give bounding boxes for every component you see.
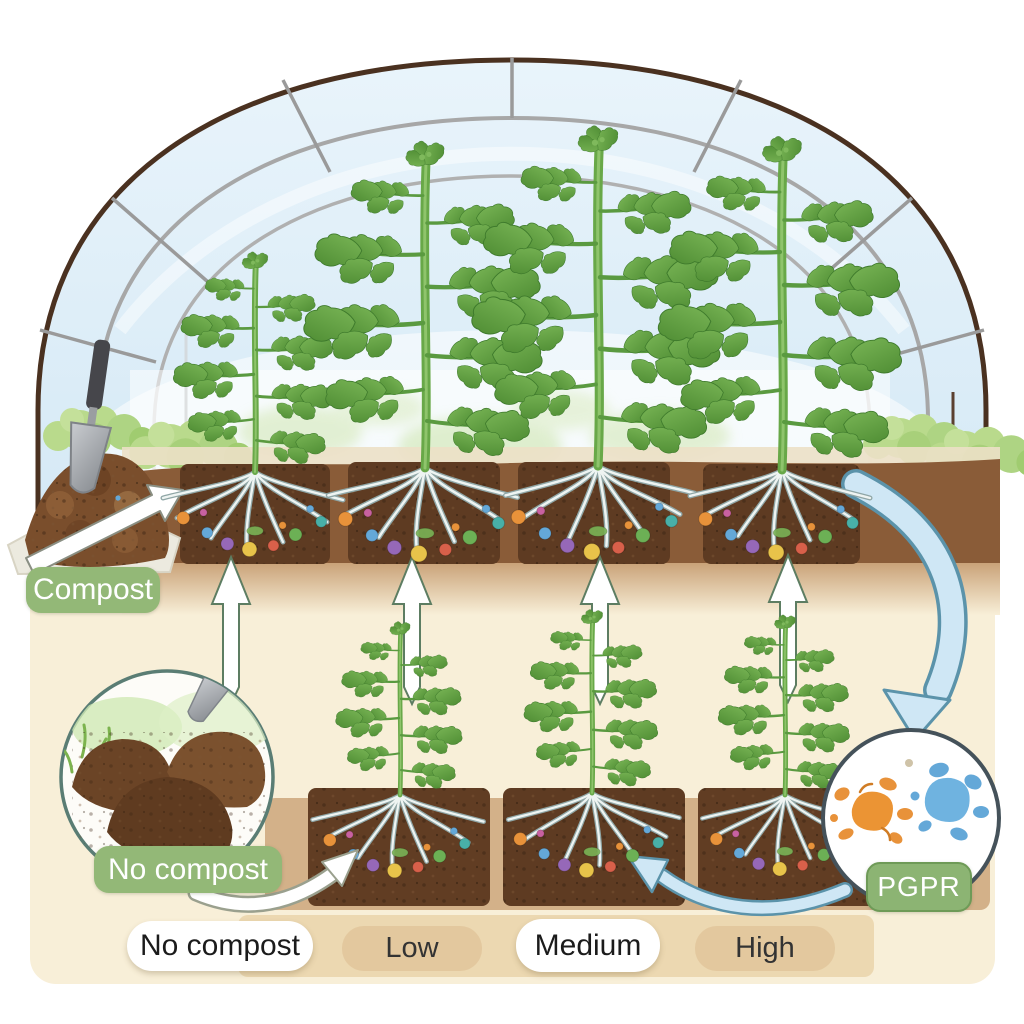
compost-arrow — [25, 484, 184, 575]
pgpr-in-arrow — [841, 469, 968, 742]
no-compost-arrow — [187, 849, 359, 913]
treatment-pill-low: Low — [342, 926, 482, 971]
soil-squares-bottom — [308, 788, 880, 906]
compost-label: Compost — [26, 567, 160, 613]
blue-microbe-icon — [910, 762, 989, 841]
no-compost-circle-label: No compost — [94, 846, 282, 893]
pgpr-out-arrow — [626, 854, 853, 917]
treatment-pill-high: High — [695, 926, 835, 971]
treatment-pill-no-compost: No compost — [127, 921, 313, 971]
pgpr-label: PGPR — [866, 862, 972, 912]
orange-microbe-icon — [830, 777, 913, 844]
shovel-icon — [69, 339, 113, 494]
no-compost-circle — [59, 669, 275, 885]
treatment-pill-medium: Medium — [516, 919, 660, 972]
soil-fade-strip — [122, 560, 1000, 615]
